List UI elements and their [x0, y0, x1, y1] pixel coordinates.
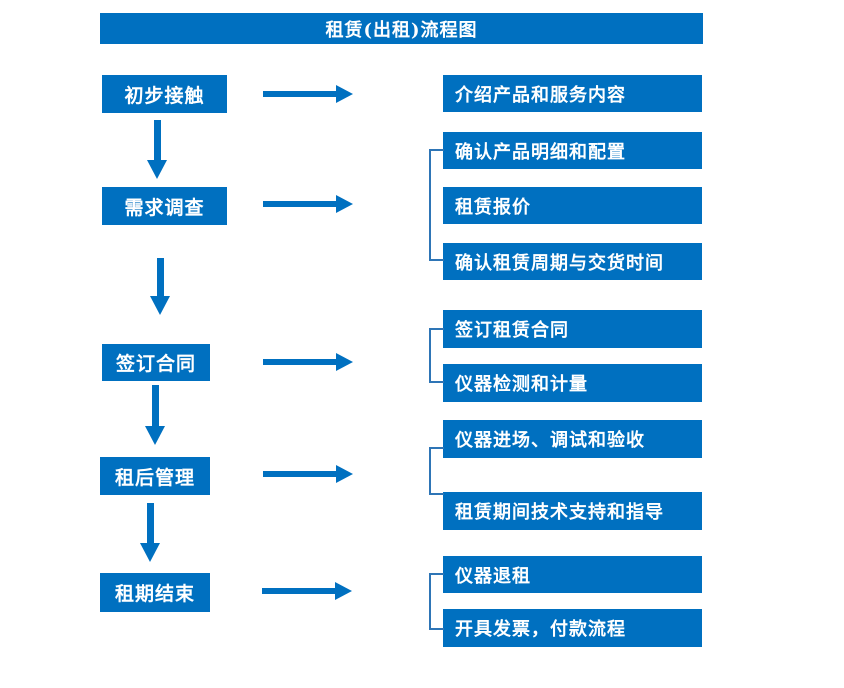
arrow-head [336, 465, 353, 483]
arrow-shaft [153, 120, 161, 160]
arrow-head [336, 85, 353, 103]
arrow-shaft [262, 588, 335, 594]
bracket-sign-contract-group [429, 328, 444, 383]
detail-rental-quote: 租赁报价 [443, 187, 702, 224]
arrow-head [336, 195, 353, 213]
arrow-shaft [263, 471, 336, 477]
page-title: 租赁(出租)流程图 [100, 13, 703, 44]
arrow-head [145, 426, 165, 445]
down-arrow-icon [150, 258, 170, 315]
down-arrow-icon [140, 503, 160, 562]
arrow-head [150, 296, 170, 315]
detail-instrument-return: 仪器退租 [443, 556, 702, 593]
arrow-head [335, 582, 352, 600]
arrow-shaft [151, 385, 159, 426]
detail-invoice-payment-process: 开具发票，付款流程 [443, 609, 702, 647]
right-arrow-icon [263, 353, 353, 371]
arrow-head [140, 543, 160, 562]
step-post-rental-management: 租后管理 [100, 457, 210, 495]
arrow-head [336, 353, 353, 371]
step-sign-contract: 签订合同 [102, 344, 210, 381]
detail-confirm-rental-period-delivery: 确认租赁周期与交货时间 [443, 243, 702, 280]
arrow-head [147, 160, 167, 179]
right-arrow-icon [263, 85, 353, 103]
arrow-shaft [263, 201, 336, 207]
bracket-demand-survey-group [429, 149, 444, 261]
right-arrow-icon [263, 465, 353, 483]
arrow-shaft [263, 359, 336, 365]
arrow-shaft [156, 258, 164, 296]
down-arrow-icon [145, 385, 165, 445]
detail-introduce-products-services: 介绍产品和服务内容 [443, 75, 702, 112]
right-arrow-icon [263, 195, 353, 213]
step-rental-period-end: 租期结束 [100, 573, 210, 612]
detail-instrument-arrival-debug-acceptance: 仪器进场、调试和验收 [443, 420, 702, 458]
step-demand-survey: 需求调查 [102, 187, 227, 225]
right-arrow-icon [262, 582, 352, 600]
step-initial-contact: 初步接触 [102, 75, 227, 113]
detail-sign-rental-contract: 签订租赁合同 [443, 310, 702, 348]
arrow-shaft [263, 91, 336, 97]
detail-instrument-inspection-calibration: 仪器检测和计量 [443, 364, 702, 402]
bracket-post-rental-group [429, 447, 444, 495]
down-arrow-icon [147, 120, 167, 179]
bracket-rental-end-group [429, 573, 444, 630]
detail-technical-support-during-rental: 租赁期间技术支持和指导 [443, 492, 702, 530]
arrow-shaft [146, 503, 154, 543]
detail-confirm-product-details-config: 确认产品明细和配置 [443, 132, 702, 169]
